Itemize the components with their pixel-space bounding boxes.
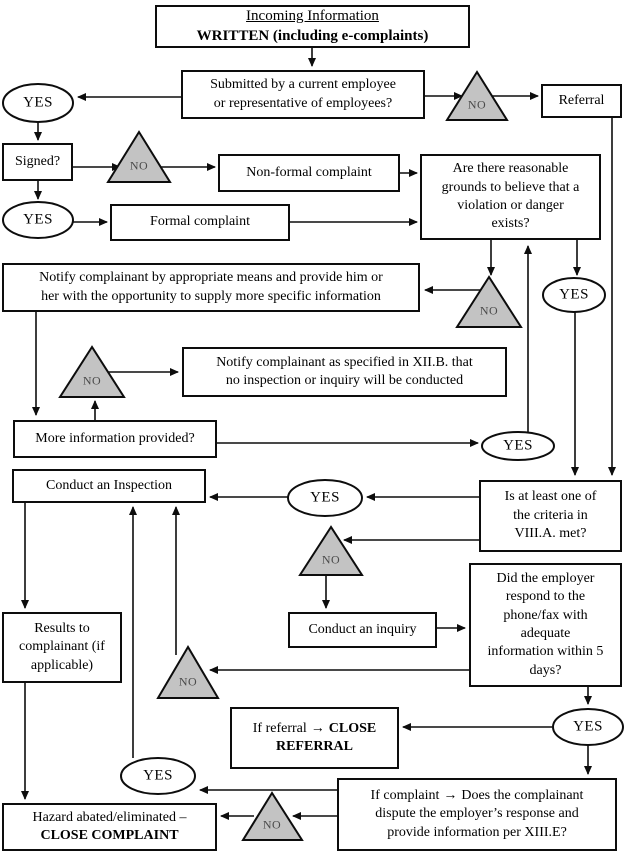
yes-label: YES (503, 437, 533, 454)
text-line: REFERRAL (275, 739, 353, 754)
node-notify-complainant-wide: Notify complainant by appropriate means … (2, 263, 420, 312)
close-word: CLOSE (328, 720, 377, 736)
yes-label: YES (23, 94, 53, 111)
no-triangle (241, 791, 304, 841)
text-line: CLOSE COMPLAINT (40, 828, 179, 843)
text-line: Hazard abated/eliminated – (32, 809, 187, 825)
incoming-title: Incoming Information (246, 7, 379, 24)
text-line: VIII.A. met? (514, 526, 587, 542)
text-line: her with the opportunity to supply more … (41, 288, 381, 304)
text-line: Results to (34, 620, 90, 636)
text-line: Referral (558, 92, 605, 108)
node-reasonable-grounds-question: Are there reasonable grounds to believe … (420, 154, 601, 240)
no-triangle (445, 70, 509, 121)
no-label: NO (467, 97, 487, 112)
no-label: NO (178, 674, 198, 689)
decision-ellipses (2, 83, 624, 795)
yes-label: YES (143, 767, 173, 784)
no-triangle (106, 130, 172, 183)
text-line: Notify complainant as specified in XII.B… (216, 354, 473, 370)
text-line: provide information per XIII.E? (387, 824, 567, 840)
text-line: Non-formal complaint (246, 164, 372, 180)
text-line: or representative of employees? (213, 95, 393, 111)
node-notify-no-inspection: Notify complainant as specified in XII.B… (182, 347, 507, 397)
no-label: NO (129, 158, 149, 173)
yes-ellipse (481, 431, 555, 461)
node-incoming-information: Incoming Information WRITTEN (including … (155, 5, 470, 48)
text-line: More information provided? (35, 430, 195, 446)
text-line: phone/fax with (503, 607, 588, 623)
node-criteria-question: Is at least one of the criteria in VIII.… (479, 480, 622, 552)
if-referral-prefix: If referral (252, 720, 307, 736)
node-employer-response-question: Did the employer respond to the phone/fa… (469, 563, 622, 687)
text-line: respond to the (505, 589, 586, 605)
yes-ellipse (542, 277, 606, 313)
text-line: If complaint→Does the complainant (371, 787, 584, 805)
no-triangle (58, 345, 126, 398)
no-label: NO (262, 817, 282, 832)
no-label: NO (82, 373, 102, 388)
text-line: the criteria in (513, 507, 588, 523)
text-line: Conduct an Inspection (46, 477, 172, 493)
no-triangle (156, 645, 220, 699)
connector-lines (21, 48, 616, 820)
text-fragment: Does the complainant (461, 787, 584, 803)
text-line: Are there reasonable (452, 161, 569, 177)
yes-ellipse (2, 83, 74, 123)
text-line: Did the employer (496, 570, 595, 586)
no-label: NO (321, 552, 341, 567)
text-line: Notify complainant by appropriate means … (39, 270, 383, 286)
node-results-to-complainant: Results to complainant (if applicable) (2, 612, 122, 683)
text-line: days? (529, 662, 562, 678)
node-formal-complaint: Formal complaint (110, 204, 290, 241)
node-conduct-inquiry: Conduct an inquiry (288, 612, 437, 648)
text-line: applicable) (30, 657, 94, 673)
text-line: no inspection or inquiry will be conduct… (225, 373, 464, 388)
node-more-information-question: More information provided? (13, 420, 217, 458)
text-line: violation or danger (457, 198, 564, 213)
text-line: Submitted by a current employee (210, 77, 396, 93)
text-line: dispute the employer’s response and (375, 806, 579, 822)
yes-ellipse (120, 757, 196, 795)
no-triangle (298, 525, 364, 576)
node-signed-question: Signed? (2, 143, 73, 181)
text-line: Conduct an inquiry (308, 621, 417, 637)
text-line: Formal complaint (150, 214, 250, 230)
text-line: complainant (if (19, 639, 105, 655)
no-label: NO (479, 303, 499, 318)
text-line: If referral→CLOSE (253, 720, 376, 738)
node-submitted-question: Submitted by a current employee or repre… (181, 70, 425, 119)
text-line: exists? (491, 216, 530, 232)
node-complainant-dispute-question: If complaint→Does the complainant disput… (337, 778, 617, 851)
yes-ellipse (552, 708, 624, 746)
node-close-complaint: Hazard abated/eliminated – CLOSE COMPLAI… (2, 803, 217, 851)
text-line: information within 5 (487, 644, 604, 660)
node-nonformal-complaint: Non-formal complaint (218, 154, 400, 192)
node-conduct-inspection: Conduct an Inspection (12, 469, 206, 503)
yes-label: YES (573, 718, 603, 735)
text-line: Is at least one of (504, 489, 597, 505)
decision-triangles (58, 70, 523, 841)
no-triangle (455, 275, 523, 328)
node-referral: Referral (541, 84, 622, 118)
node-close-referral: If referral→CLOSE REFERRAL (230, 707, 399, 769)
arrow-glyph: → (310, 720, 325, 736)
yes-label: YES (23, 211, 53, 228)
arrow-glyph: → (443, 787, 458, 803)
yes-label: YES (310, 489, 340, 506)
yes-label: YES (559, 286, 589, 303)
yes-ellipse (287, 479, 363, 517)
incoming-subtitle: WRITTEN (including e-complaints) (196, 27, 429, 44)
text-line: Signed? (14, 153, 61, 169)
if-complaint-prefix: If complaint (370, 787, 440, 803)
text-line: adequate (520, 626, 571, 641)
yes-ellipse (2, 201, 74, 239)
text-line: grounds to believe that a (441, 179, 580, 195)
